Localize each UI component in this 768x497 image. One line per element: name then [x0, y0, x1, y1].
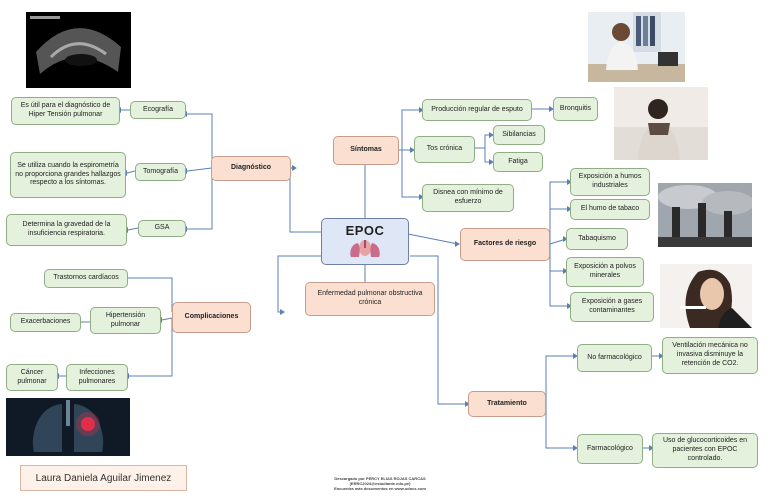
branch-label: Tratamiento — [487, 399, 527, 407]
item-detail: Se utiliza cuando la espirometría no pro… — [15, 161, 121, 187]
sintomas-sibilancias[interactable]: Sibilancias — [493, 125, 545, 145]
branch-complicaciones[interactable]: Complicaciones — [172, 302, 251, 333]
diagnostico-tomografia[interactable]: Tomografía — [135, 163, 186, 181]
footer-line: Descargado por PERCY ELIAS ROJAS CARCAS — [334, 476, 426, 481]
item-label: Ecografía — [143, 105, 173, 113]
item-label: GSA — [154, 224, 170, 232]
factores-tabaquismo[interactable]: Tabaquismo — [566, 228, 628, 250]
complicaciones-cardiacos[interactable]: Trastornos cardíacos — [44, 269, 128, 288]
item-label: No farmacológico — [587, 353, 642, 361]
complicaciones-hipertension[interactable]: Hipertensión pulmonar — [90, 307, 161, 334]
branch-label: Síntomas — [350, 146, 382, 154]
item-label: Bronquitis — [559, 104, 592, 112]
factores-polvos[interactable]: Exposición a polvos minerales — [566, 257, 644, 287]
item-label: Hipertensión pulmonar — [105, 311, 146, 328]
item-label: El humo de tabaco — [580, 205, 640, 213]
complicaciones-infecciones[interactable]: Infecciones pulmonares — [66, 364, 128, 391]
sintomas-esputo[interactable]: Producción regular de esputo — [422, 99, 532, 121]
diagnostico-gsa[interactable]: GSA — [138, 220, 186, 237]
item-label: Infecciones pulmonares — [78, 368, 116, 385]
factores-humos[interactable]: Exposición a humos industriales — [570, 168, 650, 196]
center-title: EPOC — [345, 223, 385, 238]
item-detail: Ventilación mecánica no invasiva disminu… — [672, 342, 748, 367]
center-node-epoc[interactable]: EPOC — [321, 218, 409, 265]
factores-tabaco[interactable]: El humo de tabaco — [570, 199, 650, 220]
branch-label: Factores de riesgo — [473, 240, 537, 248]
definition-node[interactable]: Enfermedad pulmonar obstructiva crónica — [305, 282, 435, 316]
lungs-xray-image — [6, 398, 130, 456]
branch-sintomas[interactable]: Síntomas — [333, 136, 399, 165]
item-label: Tos crónica — [426, 145, 463, 153]
tratamiento-farmacologico-detail[interactable]: Uso de glucocorticoides en pacientes con… — [652, 433, 758, 468]
smoking-woman-image — [660, 264, 752, 328]
item-label: Disnea con mínimo de esfuerzo — [433, 189, 503, 205]
sintomas-disnea[interactable]: Disnea con mínimo de esfuerzo — [422, 184, 514, 212]
complicaciones-exacerbaciones[interactable]: Exacerbaciones — [10, 313, 81, 332]
complicaciones-cancer[interactable]: Cáncer pulmonar — [6, 364, 58, 391]
item-label: Exposición a polvos minerales — [574, 263, 636, 279]
branch-factores[interactable]: Factores de riesgo — [460, 228, 550, 261]
item-label: Exposición a humos industriales — [578, 173, 642, 189]
diagnostico-ecografia[interactable]: Ecografía — [130, 101, 186, 119]
item-label: Exposición a gases contaminantes — [581, 298, 643, 314]
item-label: Tomografía — [142, 167, 179, 175]
industrial-smoke-image — [658, 183, 752, 247]
item-label: Exacerbaciones — [20, 318, 71, 326]
item-label: Tabaquismo — [578, 234, 616, 242]
item-label: Trastornos cardíacos — [53, 274, 119, 282]
item-label: Fatiga — [508, 157, 528, 165]
item-label: Cáncer pulmonar — [17, 368, 47, 385]
sintomas-bronquitis[interactable]: Bronquitis — [553, 97, 598, 121]
item-detail: Determina la gravedad de la insuficienci… — [22, 221, 111, 237]
item-detail: Es útil para el diagnóstico de Hiper Ten… — [20, 102, 111, 118]
ultrasound-image — [26, 12, 131, 88]
tratamiento-no-farmacologico-detail[interactable]: Ventilación mecánica no invasiva disminu… — [662, 337, 758, 374]
item-label: Farmacológico — [587, 444, 633, 452]
sintomas-tos[interactable]: Tos crónica — [414, 136, 475, 163]
diagnostico-gsa-detail[interactable]: Determina la gravedad de la insuficienci… — [6, 214, 127, 246]
item-label: Sibilancias — [502, 130, 536, 138]
definition-text: Enfermedad pulmonar obstructiva crónica — [317, 290, 423, 306]
coughing-woman-office-image — [588, 12, 685, 82]
download-footer: Descargado por PERCY ELIAS ROJAS CARCAS … — [320, 476, 440, 492]
footer-line: Encuentra más documentos en www.udocs.co… — [334, 486, 426, 492]
lungs-icon — [350, 240, 380, 258]
sick-woman-scarf-image — [614, 87, 708, 160]
item-label: Producción regular de esputo — [431, 105, 523, 113]
branch-label: Diagnóstico — [230, 164, 272, 172]
branch-diagnostico[interactable]: Diagnóstico — [211, 156, 291, 181]
diagnostico-tomografia-detail[interactable]: Se utiliza cuando la espirometría no pro… — [10, 152, 126, 198]
tratamiento-no-farmacologico[interactable]: No farmacológico — [577, 344, 652, 372]
footer-line: (ERRC2024@estudiante.edu.pe) — [349, 481, 411, 487]
tratamiento-farmacologico[interactable]: Farmacológico — [577, 434, 643, 464]
branch-tratamiento[interactable]: Tratamiento — [468, 391, 546, 417]
item-detail: Uso de glucocorticoides en pacientes con… — [662, 437, 748, 462]
factores-gases[interactable]: Exposición a gases contaminantes — [570, 292, 654, 322]
branch-label: Complicaciones — [184, 313, 239, 321]
author-name: Laura Daniela Aguilar Jimenez — [20, 465, 187, 491]
sintomas-fatiga[interactable]: Fatiga — [493, 152, 543, 172]
diagnostico-ecografia-detail[interactable]: Es útil para el diagnóstico de Hiper Ten… — [11, 97, 120, 125]
